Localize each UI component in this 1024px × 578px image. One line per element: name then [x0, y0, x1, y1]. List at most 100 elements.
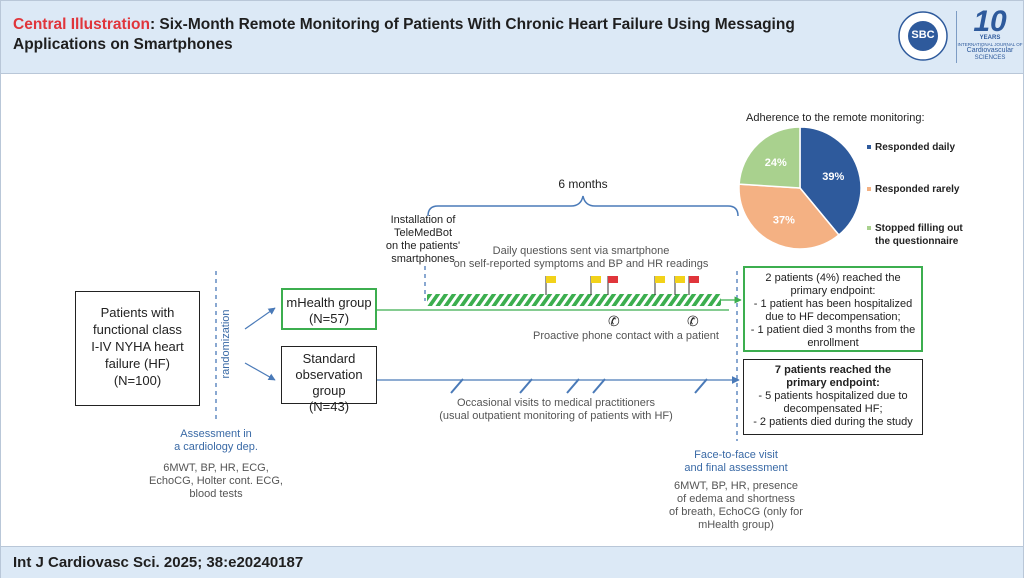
occasional-visits-text: Occasional visits to medical practitione… [431, 397, 681, 423]
pie-slice-2 [738, 126, 801, 189]
mhealth-timeline-bar [427, 294, 721, 306]
assessment-tests-line: EchoCG, Holter cont. ECG, [149, 475, 283, 487]
final-assessment-tests: 6MWT, BP, HR, presence of edema and shor… [656, 480, 816, 532]
legend-label: Stopped filling out [875, 223, 963, 234]
flag-yellow-4 [674, 276, 685, 295]
assessment-label: Assessment in a cardiology dep. [151, 428, 281, 454]
installation-line: Installation of [390, 214, 456, 226]
final-tests-line: mHealth group) [698, 519, 774, 531]
visit-tick-2 [519, 378, 533, 394]
phone-icon: ✆ [687, 313, 699, 329]
flag-red-2 [688, 276, 699, 295]
installation-text: Installation of TeleMedBot on the patien… [373, 214, 473, 266]
legend-item-stopped: Stopped filling out the questionnaire [867, 222, 963, 248]
ijcs-logo-number: 10 [973, 5, 1007, 38]
standard-line: Standard [302, 351, 356, 366]
title-text: : Six-Month Remote Monitoring of Patient… [13, 16, 795, 53]
final-tests-line: 6MWT, BP, HR, presence [674, 480, 798, 492]
patients-line: (N=100) [113, 373, 162, 388]
assessment-label-line: a cardiology dep. [174, 441, 258, 453]
flag-yellow-3 [654, 276, 665, 295]
installation-line: smartphones [391, 253, 455, 265]
title-prefix: Central Illustration [13, 16, 150, 33]
final-assessment-label: Face-to-face visit and final assessment [671, 449, 801, 475]
standard-line: (N=43) [308, 399, 350, 414]
mhealth-result-box: 2 patients (4%) reached the primary endp… [743, 266, 923, 352]
installation-line: TeleMedBot [393, 227, 453, 239]
visit-tick-4 [592, 378, 606, 394]
mhealth-result-line: due to HF decompensation; [765, 311, 901, 323]
legend-label: the questionnaire [875, 236, 959, 247]
pie-slice-1 [738, 183, 840, 250]
mhealth-result-line: 2 patients (4%) reached the [765, 272, 901, 284]
occasional-line: (usual outpatient monitoring of patients… [439, 410, 673, 422]
ijcs-logo-years: YEARS [979, 35, 1001, 41]
installation-line: on the patients' [385, 240, 461, 252]
six-months-brace [427, 195, 739, 217]
flag-yellow-2 [590, 276, 601, 295]
legend-label: Responded rarely [875, 184, 960, 195]
mhealth-line: (N=57) [308, 311, 350, 326]
ijcs-logo-line3: SCIENCES [974, 55, 1006, 61]
logo-divider [956, 11, 957, 63]
final-tests-line: of breath, EchoCG (only for [669, 506, 803, 518]
page-title: Central Illustration: Six-Month Remote M… [13, 15, 813, 55]
daily-questions-line: Daily questions sent via smartphone [492, 245, 670, 257]
flag-red-1 [607, 276, 618, 295]
standard-result-line: decompensated HF; [783, 403, 883, 415]
legend-dot-green [867, 226, 871, 231]
ijcs-logo: 10 YEARS INTERNATIONAL JOURNAL OF Cardio… [957, 5, 1022, 67]
standard-result-line: 7 patients reached the [774, 364, 892, 376]
arrow-to-standard [244, 362, 276, 381]
sbc-logo-text: SBC [911, 29, 935, 41]
ijcs-logo-line2: Cardiovascular [966, 47, 1014, 54]
citation: Int J Cardiovasc Sci. 2025; 38:e20240187 [13, 554, 304, 571]
six-months-label: 6 months [558, 177, 608, 191]
mhealth-group-box: mHealth group (N=57) [281, 288, 377, 330]
pie-slice-0 [799, 126, 862, 237]
assessment-tests: 6MWT, BP, HR, ECG, EchoCG, Holter cont. … [136, 462, 296, 501]
assessment-tests-line: blood tests [189, 488, 243, 500]
legend-item-responded-rarely: Responded rarely [867, 184, 959, 195]
proactive-contact-text: Proactive phone contact with a patient [533, 330, 719, 342]
header-bar: Central Illustration: Six-Month Remote M… [1, 1, 1023, 74]
pie-data-label-0: 39% [822, 171, 844, 183]
footer-bar: Int J Cardiovasc Sci. 2025; 38:e20240187 [1, 546, 1023, 578]
standard-line: observation group [295, 367, 363, 398]
final-tests-line: of edema and shortness [676, 493, 796, 505]
legend-dot-orange [867, 187, 871, 192]
legend-item-responded-daily: Responded daily [867, 142, 955, 153]
pie-data-label-1: 37% [773, 215, 795, 227]
sbc-logo: SBC [897, 10, 949, 62]
mhealth-line: mHealth group [286, 295, 372, 310]
daily-questions-line: on self-reported symptoms and BP and HR … [453, 258, 709, 270]
assessment-tests-line: 6MWT, BP, HR, ECG, [163, 462, 269, 474]
standard-result-line: - 2 patients died during the study [753, 416, 913, 428]
patients-line: I-IV NYHA heart [91, 339, 184, 354]
patients-line: failure (HF) [104, 356, 170, 371]
arrow-to-mhealth [244, 307, 276, 330]
standard-result-line: primary endpoint: [786, 377, 880, 389]
patients-line: functional class [93, 322, 182, 337]
mhealth-result-line: enrollment [807, 337, 859, 349]
final-label-line: Face-to-face visit [694, 449, 778, 461]
flag-yellow-1 [545, 276, 556, 295]
standard-result-box: 7 patients reached the primary endpoint:… [743, 359, 923, 435]
occasional-line: Occasional visits to medical practitione… [456, 397, 656, 409]
mhealth-result-line: - 1 patient has been hospitalized [753, 298, 913, 310]
visit-tick-3 [566, 378, 580, 394]
mhealth-result-line: - 1 patient died 3 months from the [750, 324, 916, 336]
daily-questions-text: Daily questions sent via smartphone on s… [451, 245, 711, 271]
pie-data-label-2: 24% [765, 157, 787, 169]
ijcs-logo-line1: INTERNATIONAL JOURNAL OF [957, 42, 1023, 47]
mhealth-result-line: primary endpoint: [790, 285, 876, 297]
patients-line: Patients with [100, 305, 175, 320]
patients-box: Patients with functional class I-IV NYHA… [75, 291, 200, 406]
visit-tick-5 [694, 378, 708, 394]
assessment-label-line: Assessment in [180, 428, 252, 440]
phone-icon: ✆ [608, 313, 620, 329]
adherence-title: Adherence to the remote monitoring: [746, 112, 925, 124]
